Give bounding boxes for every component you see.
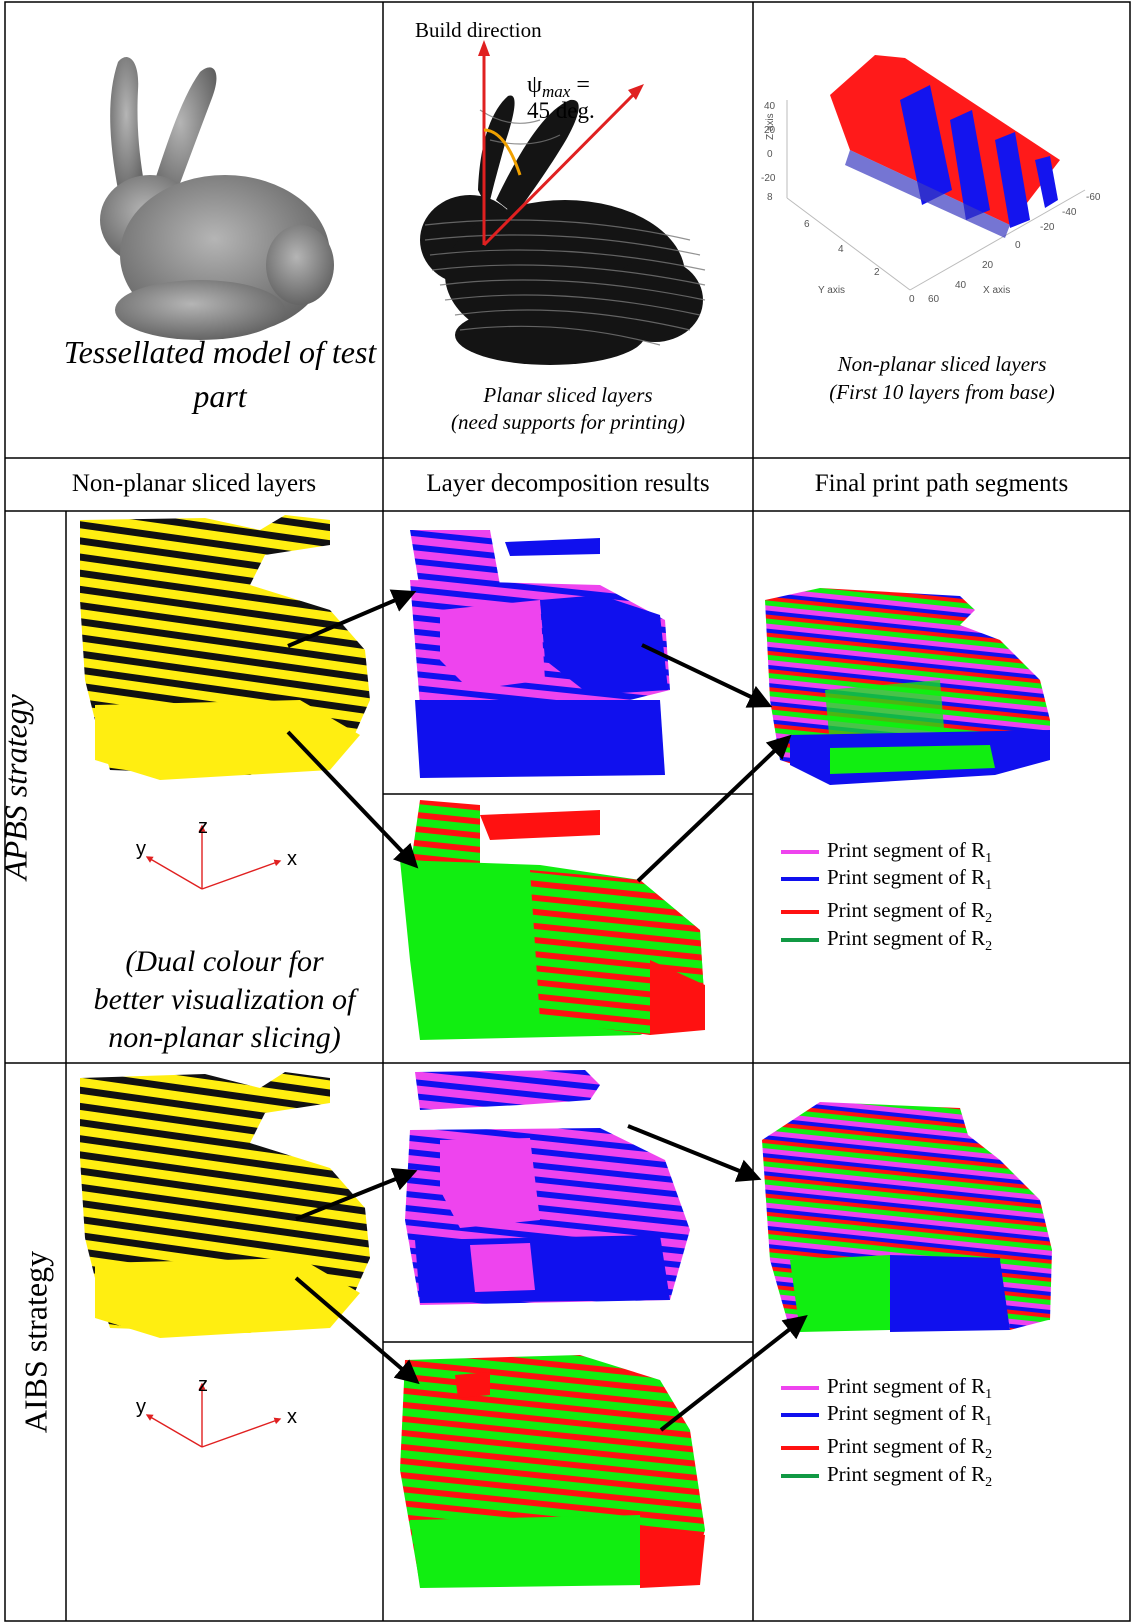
- legend-swatch: [781, 1446, 819, 1450]
- aibs-axis-x: x: [287, 1406, 297, 1429]
- aibs-decomp-r1: [405, 1070, 690, 1305]
- legend-swatch: [781, 1413, 819, 1417]
- legend-swatch: [781, 1386, 819, 1390]
- aibs-axis-z: z: [198, 1374, 208, 1397]
- legend-swatch: [781, 1474, 819, 1478]
- aibs-axis-y: y: [136, 1396, 146, 1419]
- aibs-decomp-r2: [400, 1355, 705, 1588]
- aibs-final-path: [762, 1102, 1052, 1332]
